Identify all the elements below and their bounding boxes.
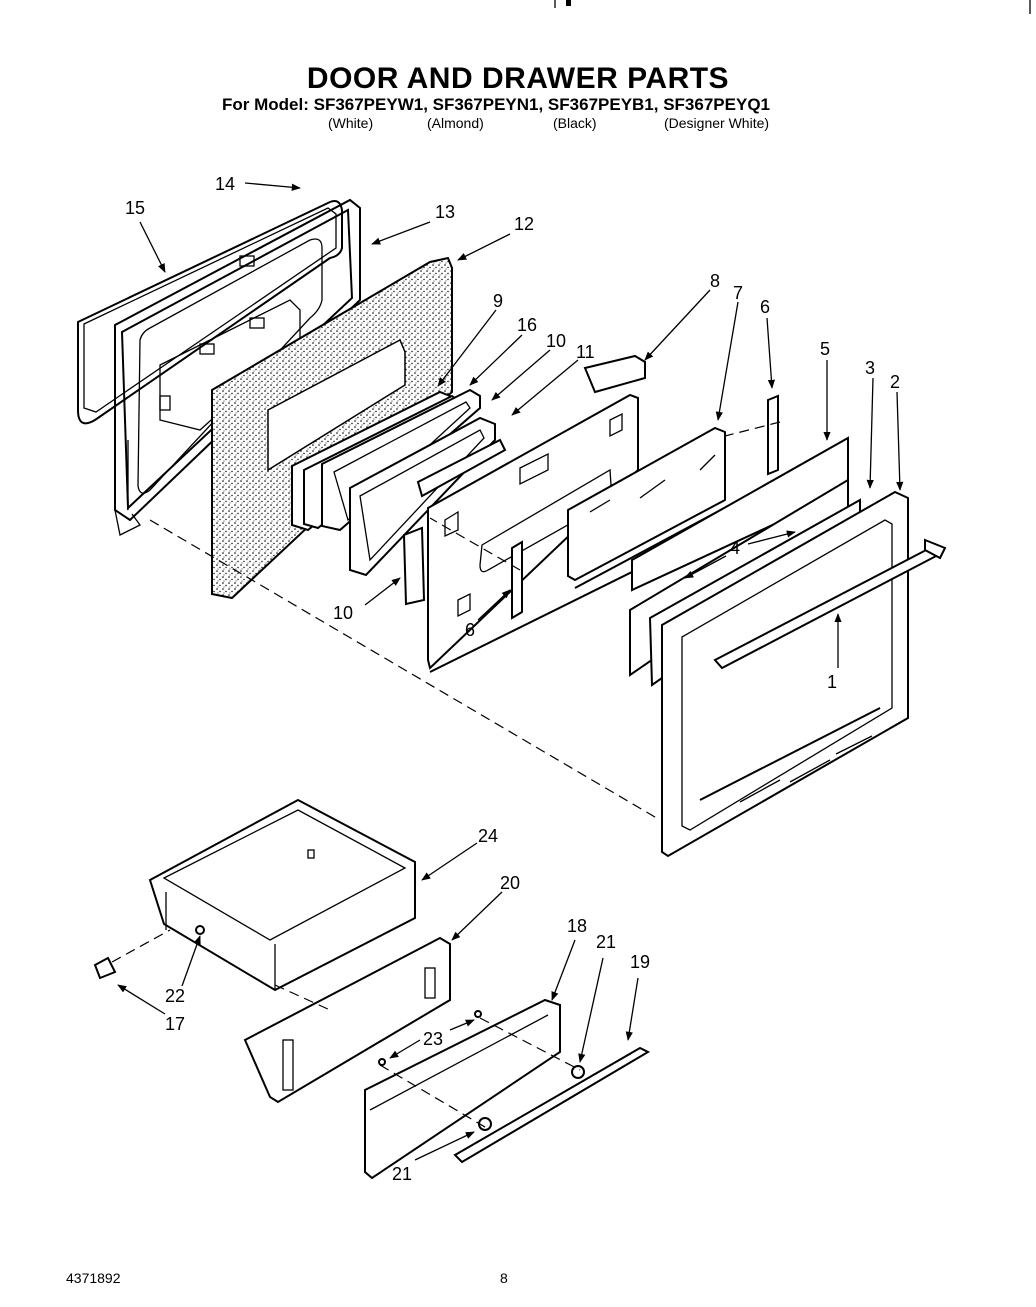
outer-door-frame: [661, 490, 947, 858]
callout-6: 6: [760, 297, 770, 317]
callout-4: 4: [730, 538, 740, 558]
callout-15: 15: [125, 198, 145, 218]
callout-7: 7: [733, 283, 743, 303]
drawer-body: [148, 798, 416, 992]
callout-10: 10: [546, 331, 566, 351]
variant-almond: (Almond): [427, 115, 484, 131]
callout-6b: 6: [465, 620, 475, 640]
drawer-outer-panel: [364, 998, 561, 1180]
callout-19: 19: [630, 952, 650, 972]
drawer-roller: [93, 956, 117, 980]
inner-door-liner: [114, 198, 361, 536]
callout-14: 14: [215, 174, 235, 194]
variant-white: (White): [328, 115, 374, 131]
document-number: 4371892: [66, 1270, 121, 1286]
callout-10b: 10: [333, 603, 353, 623]
callout-24: 24: [478, 826, 498, 846]
callout-22: 22: [165, 986, 185, 1006]
variant-black: (Black): [553, 115, 597, 131]
callout-labels: 14 15 13 12 9 16 10 11 8 7 6 5 3 2 4 10 …: [125, 174, 900, 1184]
callout-12: 12: [514, 214, 534, 234]
callout-3: 3: [865, 358, 875, 378]
page-number: 8: [500, 1270, 508, 1286]
callout-17: 17: [165, 1014, 185, 1034]
callout-8: 8: [710, 271, 720, 291]
drawer-trim-strip: [453, 1046, 651, 1164]
model-line: For Model: SF367PEYW1, SF367PEYN1, SF367…: [222, 95, 770, 114]
page-title: DOOR AND DRAWER PARTS: [306, 62, 730, 95]
callout-21b: 21: [392, 1164, 412, 1184]
callout-21: 21: [596, 932, 616, 952]
leader-arrows: [117, 182, 904, 1161]
door-gasket: [77, 200, 343, 425]
callout-23: 23: [423, 1029, 443, 1049]
callout-16: 16: [517, 315, 537, 335]
callout-18: 18: [567, 916, 587, 936]
callout-13: 13: [435, 202, 455, 222]
door-insulation: [211, 256, 453, 600]
drawer-front: [243, 936, 451, 1104]
callout-20: 20: [500, 873, 520, 893]
callout-2: 2: [890, 372, 900, 392]
callout-11: 11: [576, 342, 595, 362]
callout-5: 5: [820, 339, 830, 359]
callout-1: 1: [827, 672, 837, 692]
variant-designer-white: (Designer White): [664, 115, 770, 131]
callout-9: 9: [493, 291, 503, 311]
